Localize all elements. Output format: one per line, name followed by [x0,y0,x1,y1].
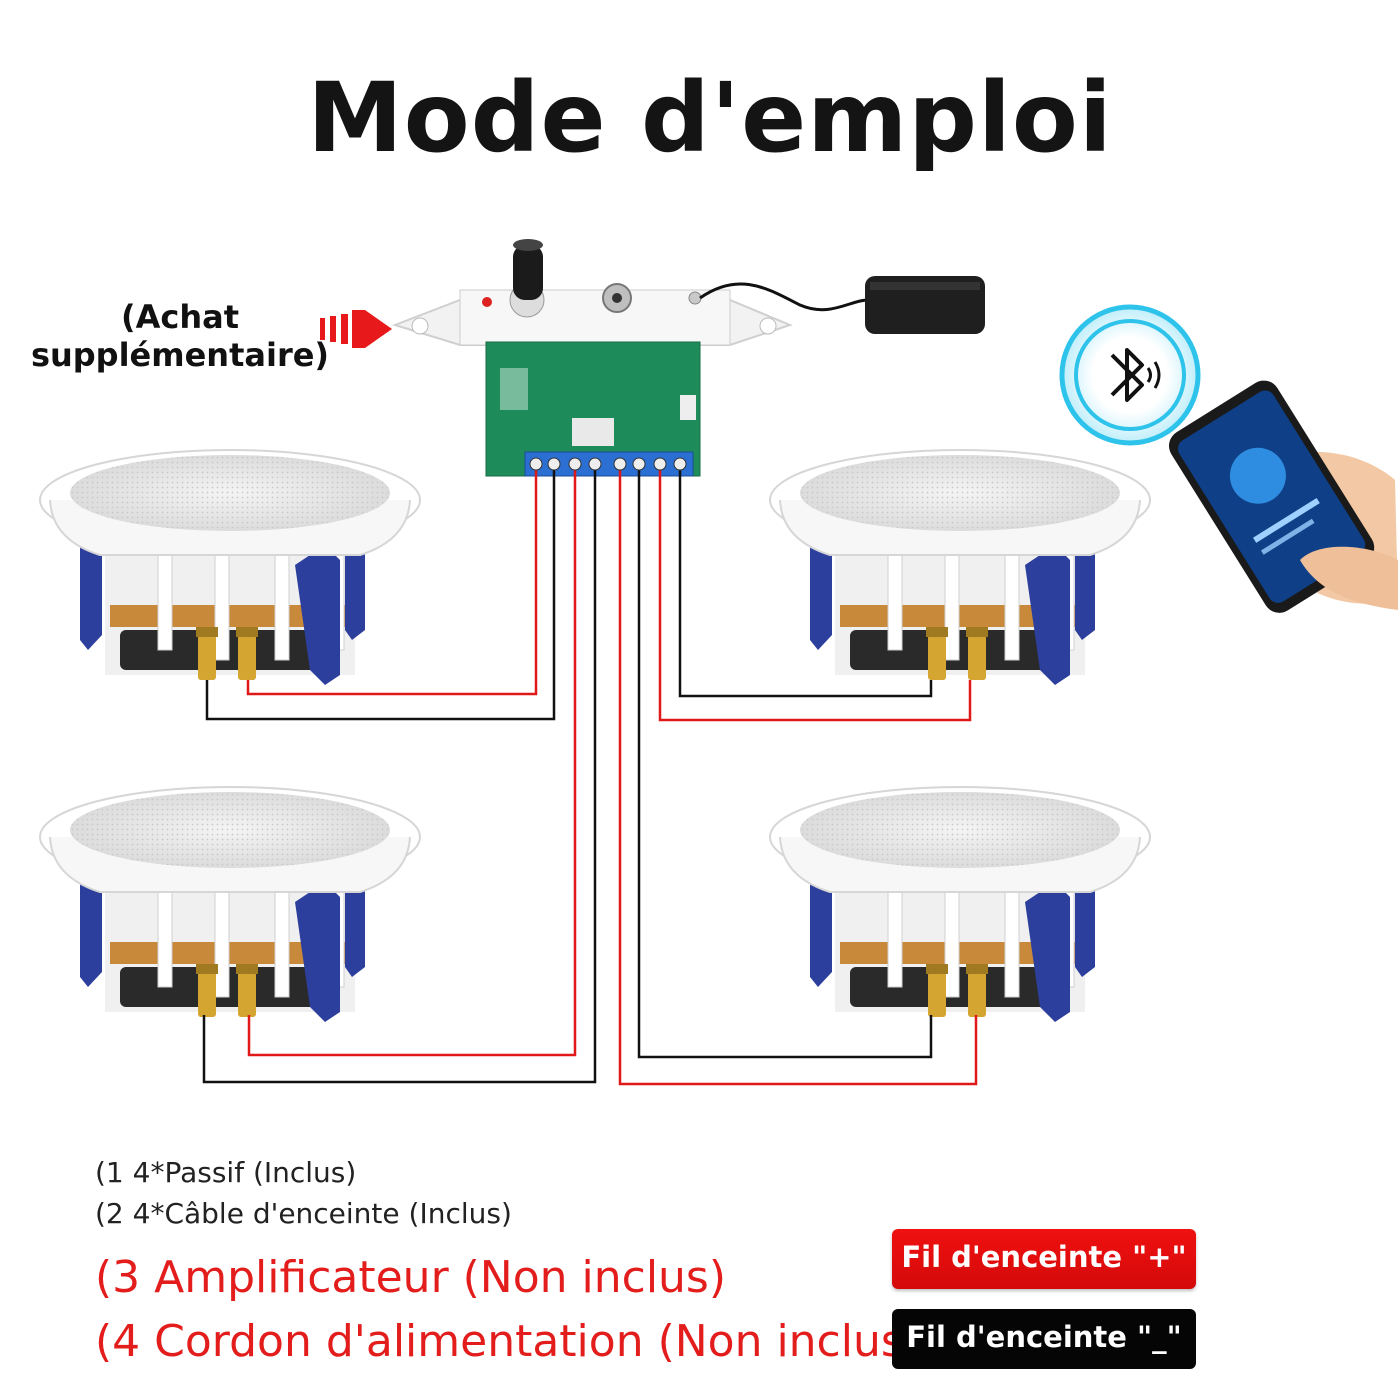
wire-minus-bottom-left [202,470,597,1084]
wire-minus-top-left [205,470,556,721]
page-title: Mode d'emploi [307,62,1113,174]
amplifier-module [391,239,793,477]
plus-wire-badge: Fil d'enceinte "+" [892,1229,1196,1289]
power-adapter [699,276,985,334]
smartphone-with-hand [1168,380,1398,613]
speaker-bottom-left [39,786,421,1023]
speaker-bottom-right [769,786,1151,1023]
minus-wire-badge: Fil d'enceinte "_" [892,1309,1196,1369]
wire-plus-bottom-right [618,470,978,1086]
speaker-top-right [769,449,1151,686]
wire-minus-top-right [678,470,933,698]
note-line-1: (Achat [120,298,240,336]
arrow-right-icon [320,310,392,348]
legend-item-2: (2 4*Câble d'enceinte (Inclus) [95,1197,512,1230]
bluetooth-icon [1059,304,1201,446]
additional-purchase-note: (Achat supplémentaire) [30,298,330,374]
speaker-top-left [39,449,421,686]
note-line-2: supplémentaire) [30,336,330,374]
wire-plus-top-left [246,470,538,696]
wire-plus-top-right [658,470,972,722]
terminal-screws [529,457,687,471]
wire-plus-bottom-left [247,470,577,1057]
legend-item-1: (1 4*Passif (Inclus) [95,1156,357,1189]
speaker-wires [202,470,978,1086]
legend-item-3: (3 Amplificateur (Non inclus) [95,1252,727,1303]
legend-item-4: (4 Cordon d'alimentation (Non inclus) [95,1316,921,1367]
wire-minus-bottom-right [637,470,933,1059]
